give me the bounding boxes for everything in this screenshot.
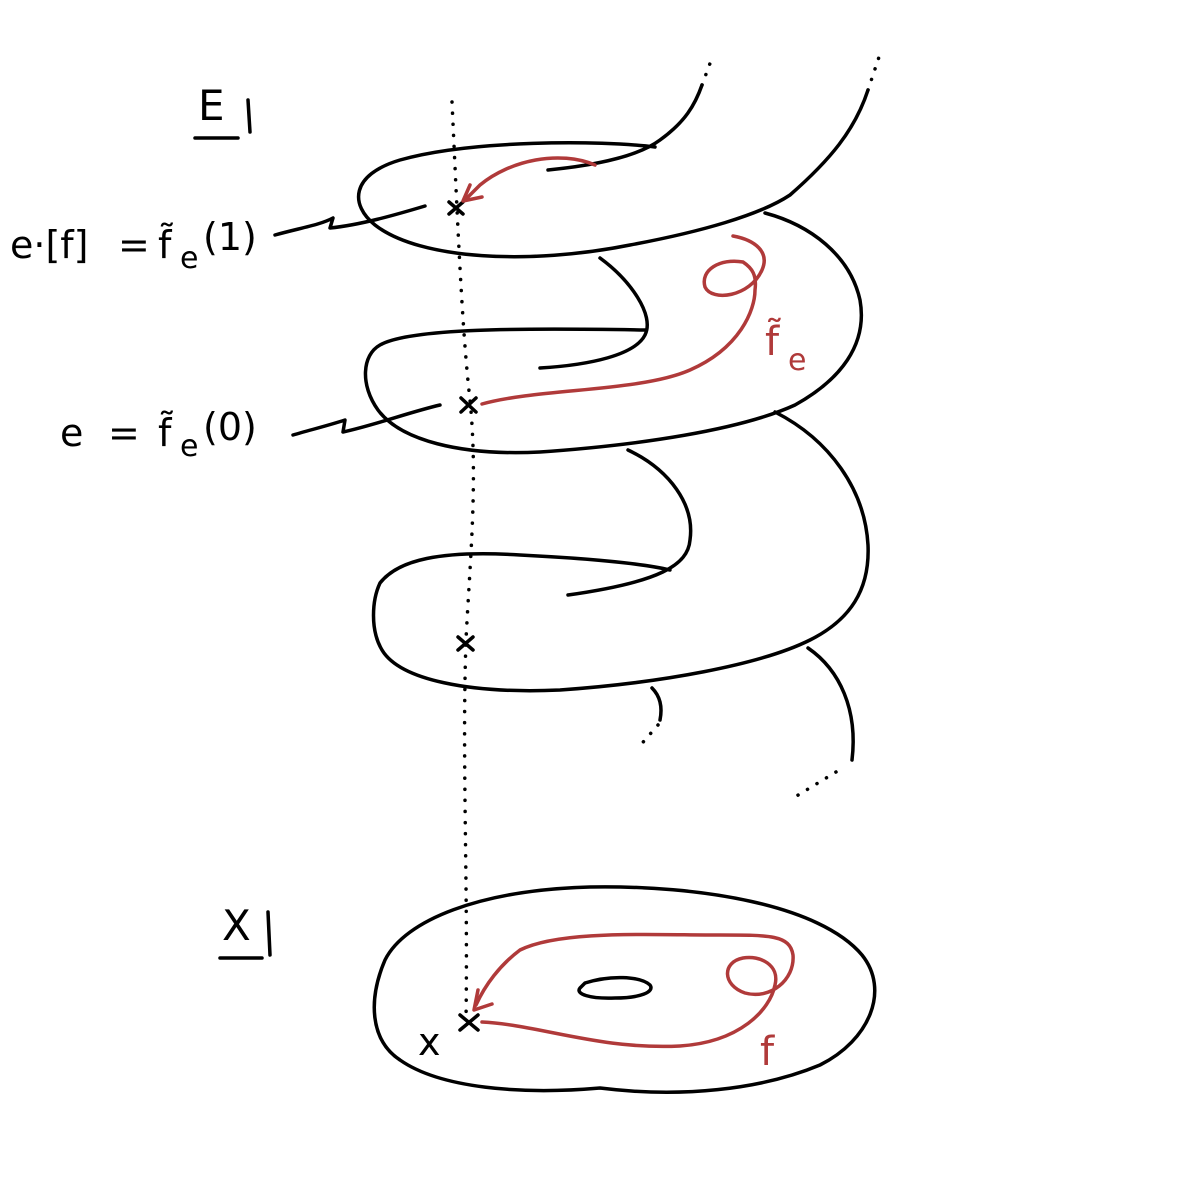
total-space-E [357, 46, 884, 802]
coil-1-inner-continuation [700, 56, 714, 87]
endpoint-leader-line [273, 204, 427, 237]
coil-4-right-continuation [788, 770, 838, 802]
base-space-letter: X [222, 901, 251, 950]
endpoint-rhs-argument: (1) [203, 215, 257, 259]
coil-2-right-band [363, 211, 864, 455]
coil-1-outline [357, 88, 870, 259]
fiber-point-1 [447, 200, 465, 216]
base-point-label: x [418, 1020, 441, 1064]
endpoint-rhs-f: f̃ [158, 223, 173, 267]
coil-2-inner-strand [538, 256, 649, 370]
start-rhs-argument: (0) [203, 405, 257, 449]
lifted-path-label: f̃ e [765, 317, 806, 378]
endpoint-equals: = [118, 223, 150, 267]
base-space-X [372, 885, 877, 1094]
endpoint-rhs-subscript: e [180, 241, 198, 276]
coil-4-left-strand [650, 686, 663, 722]
lifted-path-label-f: f̃ [765, 317, 781, 365]
start-rhs-subscript: e [180, 429, 198, 464]
start-leader-line [291, 403, 442, 437]
lifted-path [480, 234, 766, 406]
coil-4-left-continuation [636, 723, 660, 750]
lifted-path-arrowhead [461, 183, 484, 203]
base-loop-label: f [760, 1029, 775, 1075]
start-equals: = [108, 411, 140, 455]
base-space-label: X [218, 901, 272, 960]
endpoint-equation: e·[f] = f̃ e (1) [10, 215, 257, 276]
base-annulus-hole [577, 975, 653, 1000]
fiber-point-2 [456, 635, 475, 652]
base-loop [474, 932, 795, 1049]
start-lhs: e [60, 411, 83, 455]
total-space-label: E [193, 81, 252, 140]
base-point-mark [458, 1013, 480, 1032]
base-annulus-outer [372, 885, 877, 1094]
start-equation: e = f̃ e (0) [60, 405, 257, 464]
coil-1-continuation [866, 46, 884, 92]
total-space-letter: E [198, 81, 225, 130]
lifted-path-upper-arc [463, 156, 597, 202]
coil-4-right-strand [806, 646, 855, 762]
lifted-path-label-subscript: e [788, 343, 806, 378]
coil-3-inner-strand [566, 448, 693, 597]
start-rhs-f: f̃ [158, 411, 173, 455]
fiber-point-0 [459, 396, 478, 414]
coil-1-inner-strand [546, 83, 704, 172]
endpoint-lhs: e·[f] [10, 223, 89, 267]
fiber-line [450, 100, 476, 1022]
coil-3-right-band [371, 410, 870, 693]
base-loop-arrowhead [472, 988, 494, 1012]
